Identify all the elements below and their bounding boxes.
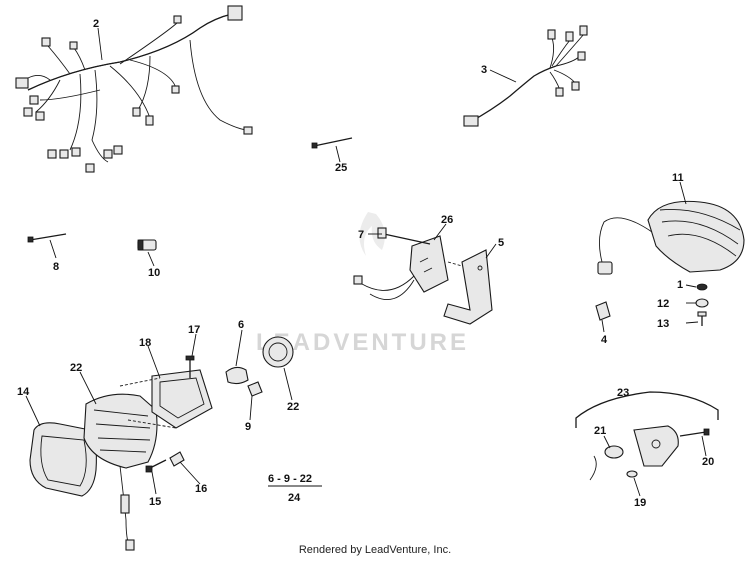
callout-1: 1 (677, 279, 683, 291)
cable-tie-25 (311, 137, 353, 149)
callout-10: 10 (148, 267, 160, 279)
kit-note-number: 24 (288, 492, 301, 504)
leader-lines (25, 27, 707, 497)
bolt-7 (377, 227, 431, 245)
callout-6: 6 (238, 319, 244, 331)
callout-5: 5 (498, 237, 504, 249)
callout-20: 20 (702, 456, 714, 468)
callout-4: 4 (601, 334, 608, 346)
sub-harness (463, 25, 588, 127)
callout-26: 26 (441, 214, 453, 226)
callout-8: 8 (53, 261, 59, 273)
relay-module (353, 235, 449, 300)
callout-22-socket: 22 (287, 401, 299, 413)
wiring-harness (15, 5, 253, 173)
callout-16: 16 (195, 483, 207, 495)
bracket-5 (443, 249, 493, 325)
callout-25: 25 (335, 162, 347, 174)
callout-7: 7 (358, 229, 364, 241)
callout-23: 23 (617, 387, 629, 399)
callout-15: 15 (149, 496, 161, 508)
callout-2: 2 (93, 18, 99, 30)
callout-22-headlight: 22 (70, 362, 82, 374)
clip-4 (595, 301, 611, 321)
cable-tie-8 (27, 233, 67, 243)
callout-21: 21 (594, 425, 606, 437)
callout-12: 12 (657, 298, 669, 310)
callout-3: 3 (481, 64, 487, 76)
callout-9: 9 (245, 421, 251, 433)
callout-13: 13 (657, 318, 669, 330)
callout-19: 19 (634, 497, 646, 509)
callout-14: 14 (17, 386, 30, 398)
kit-23 (575, 391, 719, 481)
callout-18: 18 (139, 337, 151, 349)
tail-light (597, 200, 745, 275)
callout-17: 17 (188, 324, 200, 336)
headlight-group (29, 336, 294, 551)
tail-light-fasteners (695, 283, 709, 326)
callout-labels: 2 3 25 8 10 7 26 5 11 1 12 13 4 17 18 6 … (17, 18, 714, 509)
clip-10 (137, 239, 157, 251)
callout-11: 11 (672, 172, 684, 184)
kit-note-group: 6 - 9 - 22 (268, 473, 312, 485)
footer-credit: Rendered by LeadVenture, Inc. (298, 544, 452, 556)
